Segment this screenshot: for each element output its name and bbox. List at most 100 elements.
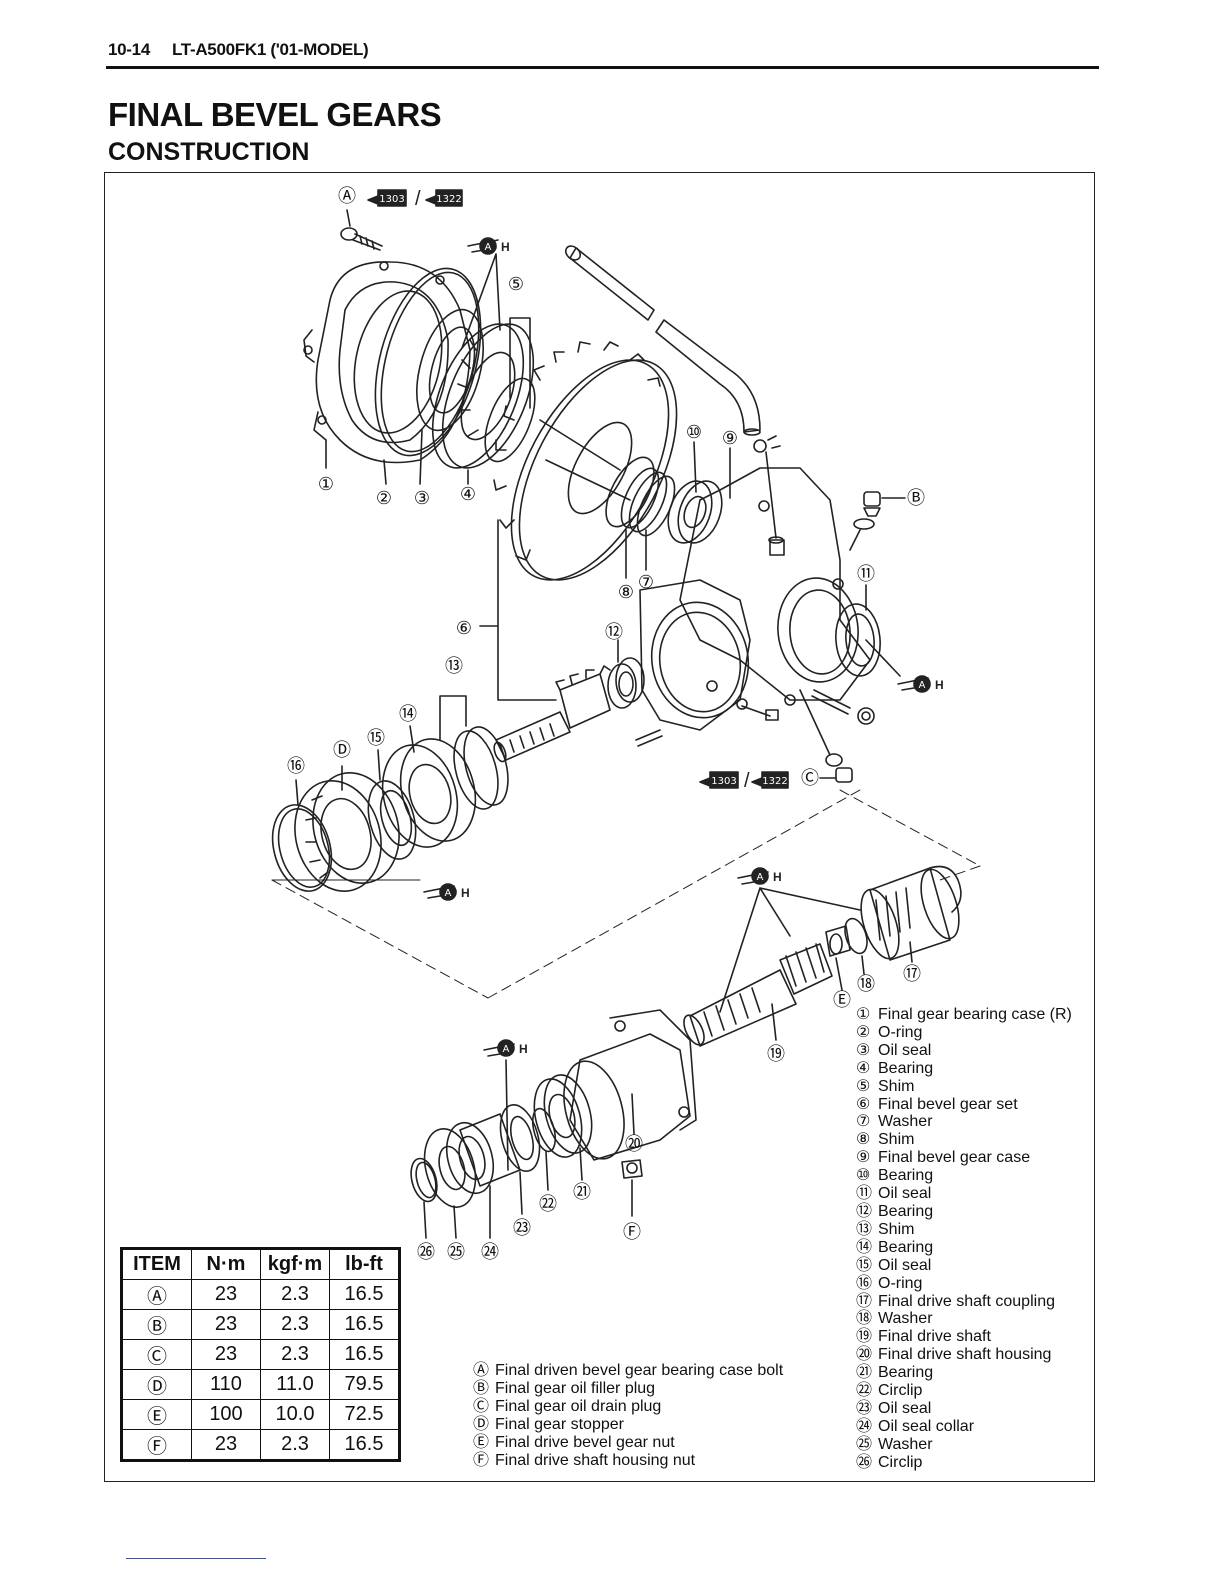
table-cell: 2.3 [260, 1339, 330, 1370]
table-cell: 10.0 [260, 1399, 330, 1430]
stopper-d [294, 772, 400, 892]
table-cell: 72.5 [329, 1399, 399, 1430]
oil-seal-15 [367, 780, 417, 860]
table-cell: 2.3 [260, 1309, 330, 1340]
table-row: Ⓑ 23 2.3 16.5 [122, 1309, 399, 1340]
threadlock-code-2: 1322 [436, 194, 461, 205]
leader-14 [409, 725, 415, 753]
callout-9: ⑨ [722, 428, 738, 449]
leader-20 [631, 1093, 635, 1135]
washer-25 [423, 1128, 477, 1208]
table-cell: 23 [191, 1279, 261, 1310]
oil-seal-3 [416, 308, 484, 432]
callout-24: ㉔ [481, 1242, 499, 1263]
stud-bolts [635, 689, 875, 747]
table-cell: 23 [191, 1309, 261, 1340]
torque-header: N·m [191, 1249, 261, 1280]
table-cell: Ⓐ [122, 1279, 192, 1310]
grease-icon-1: A H [467, 237, 510, 255]
table-cell: Ⓓ [122, 1369, 192, 1400]
shim-5 [484, 377, 536, 463]
grease-leader-3 [865, 639, 901, 677]
shim-13 [439, 695, 509, 810]
table-cell: Ⓑ [122, 1309, 192, 1340]
table-cell: Ⓕ [122, 1429, 192, 1460]
table-cell: Ⓒ [122, 1339, 192, 1370]
svg-text:A: A [445, 888, 452, 899]
threadlock-icon-lower: 1303 / 1322 [699, 770, 789, 792]
torque-header: kgf·m [260, 1249, 330, 1280]
slash: / [415, 188, 421, 210]
page-number: 10-14 [108, 40, 150, 59]
table-cell: 16.5 [329, 1339, 399, 1370]
leader-17 [909, 941, 913, 963]
o-ring-16 [271, 804, 333, 892]
callout-20: ⑳ [625, 1134, 643, 1155]
svg-text:H: H [519, 1042, 528, 1056]
table-cell: Ⓔ [122, 1399, 192, 1430]
threadlock-code-1: 1303 [379, 194, 404, 205]
bearing-4 [431, 323, 535, 469]
svg-text:H: H [773, 870, 782, 884]
leader-21 [579, 1147, 583, 1181]
oil-seal-11 [835, 603, 881, 677]
leader-23 [519, 1171, 523, 1215]
footer-rule [126, 1558, 266, 1559]
table-cell: 23 [191, 1429, 261, 1460]
callout-15: ⑮ [367, 728, 385, 749]
leader-e [835, 957, 843, 991]
callout-18: ⑱ [857, 974, 875, 995]
circlip-22 [531, 1107, 557, 1153]
leader-15 [377, 749, 381, 781]
table-row: Ⓕ 23 2.3 16.5 [122, 1429, 399, 1460]
svg-text:1322: 1322 [762, 776, 787, 787]
leader-22 [545, 1151, 549, 1191]
table-cell: 16.5 [329, 1429, 399, 1460]
torque-header: ITEM [122, 1249, 192, 1280]
svg-text:A: A [919, 680, 926, 691]
drive-pinion [493, 665, 611, 763]
grease-leaders-4 [719, 887, 861, 1013]
callout-10: ⑩ [686, 422, 702, 443]
grease-icon-5: A H [483, 1039, 528, 1057]
housing-nut-f [621, 1159, 643, 1179]
leader-18 [861, 955, 865, 975]
callout-7: ⑦ [638, 572, 654, 593]
grease-icon-4: A H [737, 867, 782, 885]
callout-2: ② [376, 488, 392, 509]
shim-5-leader [509, 317, 531, 409]
svg-text:H: H [501, 240, 510, 254]
threadlock-icon-top: 1303 / 1322 [367, 188, 463, 210]
callout-a: Ⓐ [338, 186, 356, 207]
torque-header-row: ITEM N·m kgf·m lb-ft [122, 1249, 399, 1280]
callout-17: ⑰ [903, 964, 921, 985]
table-row: Ⓔ 100 10.0 72.5 [122, 1399, 399, 1430]
callout-5: ⑤ [508, 274, 524, 295]
driven-bevel-gear [493, 341, 678, 581]
table-row: Ⓐ 23 2.3 16.5 [122, 1279, 399, 1310]
svg-text:A: A [503, 1044, 510, 1055]
callout-1: ① [318, 474, 334, 495]
bevel-gear-case-9 [639, 435, 871, 731]
